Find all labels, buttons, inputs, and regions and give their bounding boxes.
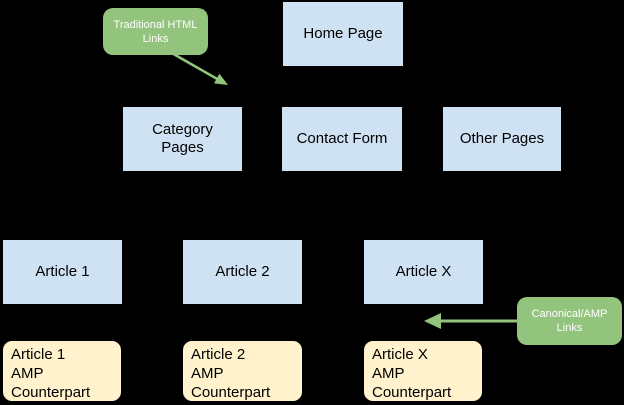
canonical-links-arrowhead-icon — [424, 313, 441, 329]
article-2-node: Article 2 — [182, 239, 303, 305]
other-pages-node: Other Pages — [442, 106, 562, 172]
canonical-amp-links-callout: Canonical/AMP Links — [517, 297, 622, 345]
contact-form-node: Contact Form — [281, 106, 403, 172]
article-2-amp-counterpart-node: Article 2 AMP Counterpart — [182, 340, 303, 402]
category-pages-node: Category Pages — [122, 106, 243, 172]
article-1-node: Article 1 — [2, 239, 123, 305]
article-x-node: Article X — [363, 239, 484, 305]
traditional-html-links-callout: Traditional HTML Links — [103, 8, 208, 55]
home-page-node: Home Page — [282, 1, 404, 67]
article-1-amp-counterpart-node: Article 1 AMP Counterpart — [2, 340, 122, 402]
traditional-links-arrow-line — [169, 50, 220, 82]
traditional-links-arrowhead-icon — [214, 73, 228, 85]
article-x-amp-counterpart-node: Article X AMP Counterpart — [363, 340, 483, 402]
